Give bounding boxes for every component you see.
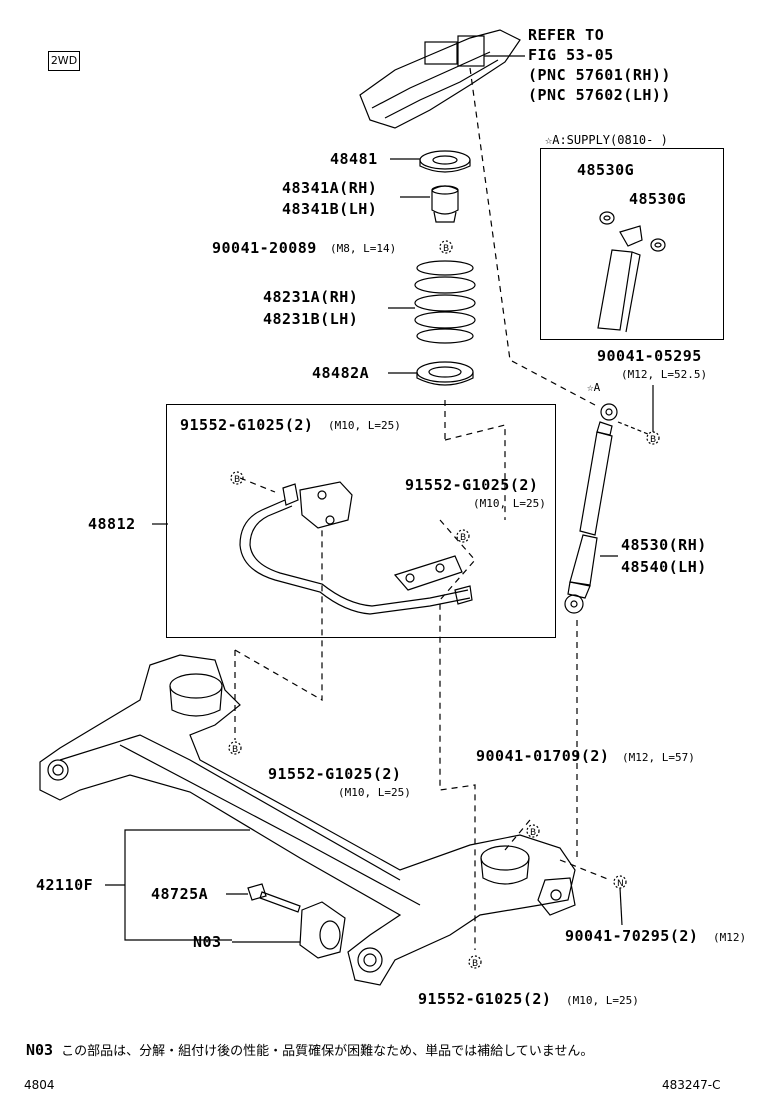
refer-line-3: (PNC 57601(RH)) (528, 66, 671, 84)
part-91552-bot: 91552-G1025(2) (418, 990, 552, 1008)
part-48725a: 48725A (151, 885, 209, 903)
svg-text:B: B (650, 435, 656, 445)
part-48530-rh: 48530(RH) (621, 536, 707, 554)
bolt-and-bushing-drawing (226, 883, 346, 959)
leader-lines (234, 67, 611, 950)
stabilizer-bar-drawing: B B (152, 471, 473, 615)
part-90041-05295-spec: (M12, L=52.5) (621, 368, 708, 381)
part-48481: 48481 (330, 150, 378, 168)
svg-text:B: B (443, 244, 449, 254)
part-91552-mid: 91552-G1025(2) (405, 476, 539, 494)
svg-text:B: B (460, 533, 466, 543)
part-48341a: 48341A(RH) (282, 179, 378, 197)
part-90041-01709-spec: (M12, L=57) (622, 751, 695, 764)
part-48231b: 48231B(LH) (263, 310, 359, 328)
footer-left: 4804 (24, 1078, 55, 1092)
svg-text:B: B (530, 828, 536, 838)
drivetrain-tag: 2WD (48, 51, 80, 71)
part-91552-top: 91552-G1025(2) (180, 416, 314, 434)
supply-box (540, 148, 724, 340)
rear-axle-beam-drawing: B B B N (39, 654, 627, 986)
svg-text:B: B (234, 475, 240, 485)
svg-text:B: B (232, 745, 238, 755)
part-91552-mid-spec: (M10, L=25) (473, 497, 546, 510)
part-48530g-b: 48530G (629, 190, 687, 208)
lower-spring-insulator-drawing (388, 361, 474, 386)
upper-spring-insulator-drawing (390, 150, 471, 173)
svg-text:B: B (472, 959, 478, 969)
part-91552-low-spec: (M10, L=25) (338, 786, 411, 799)
bump-stopper-drawing (400, 185, 459, 223)
part-48231a: 48231A(RH) (263, 288, 359, 306)
bracket-lines (105, 829, 250, 941)
refer-line-1: REFER TO (528, 26, 605, 44)
note-code: N03 (26, 1041, 54, 1059)
part-90041-70295-spec: (M12) (713, 931, 747, 944)
part-90041-01709: 90041-01709(2) (476, 747, 610, 765)
part-48812: 48812 (88, 515, 136, 533)
supply-star-a: ☆A (587, 381, 601, 394)
shock-absorber-drawing: B (564, 385, 660, 614)
part-90041-70295: 90041-70295(2) (565, 927, 699, 945)
note-text: この部品は、分解・組付け後の性能・品質確保が困難なため、単品では補給していません… (61, 1044, 594, 1059)
part-90041-20089: 90041-20089 (212, 239, 317, 257)
part-n03: N03 (193, 933, 222, 951)
refer-line-4: (PNC 57602(LH)) (528, 86, 671, 104)
stabilizer-box (166, 404, 556, 638)
part-91552-bot-spec: (M10, L=25) (566, 994, 639, 1007)
coil-spring-drawing (388, 260, 476, 344)
svg-text:N: N (617, 879, 624, 889)
bolt-b-marker: B (439, 240, 453, 254)
supply-shock-drawing (597, 211, 666, 333)
refer-line-2: FIG 53-05 (528, 46, 614, 64)
part-42110f: 42110F (36, 876, 94, 894)
part-91552-top-spec: (M10, L=25) (328, 419, 401, 432)
footer-right: 483247-C (662, 1078, 721, 1092)
part-48540-lh: 48540(LH) (621, 558, 707, 576)
part-48482a: 48482A (312, 364, 370, 382)
part-48341b: 48341B(LH) (282, 200, 378, 218)
part-48530g-a: 48530G (577, 161, 635, 179)
body-panel-drawing (359, 29, 525, 129)
part-90041-05295: 90041-05295 (597, 347, 702, 365)
part-90041-20089-spec: (M8, L=14) (330, 242, 397, 255)
part-91552-low: 91552-G1025(2) (268, 765, 402, 783)
supply-box-title: ☆A:SUPPLY(0810- ) (545, 133, 668, 147)
n03-note: N03 この部品は、分解・組付け後の性能・品質確保が困難なため、単品では補給してい… (26, 1040, 593, 1059)
